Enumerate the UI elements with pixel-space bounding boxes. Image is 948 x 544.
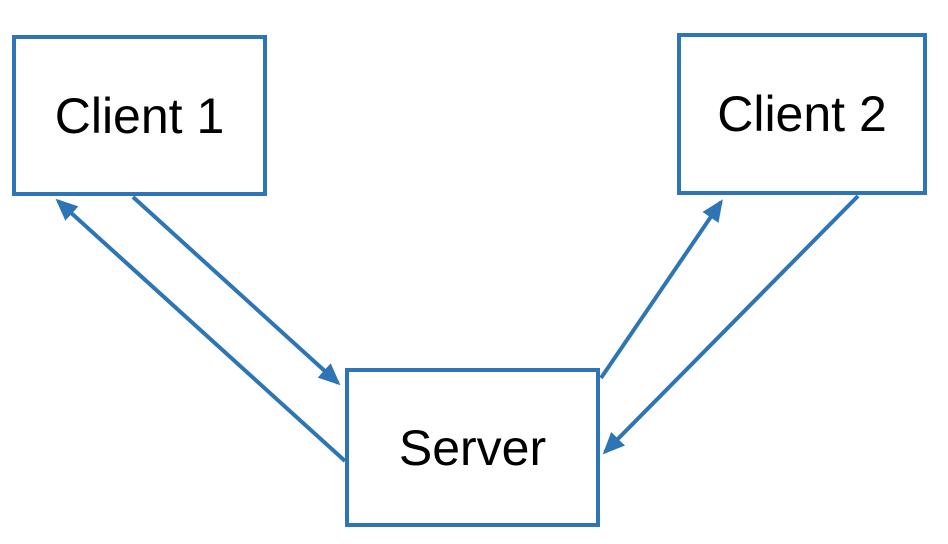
edge-client2-to-server-arrow xyxy=(602,194,860,455)
node-client1: Client 1 xyxy=(12,35,267,196)
node-client2: Client 2 xyxy=(677,33,927,195)
node-server: Server xyxy=(345,368,600,527)
node-server-label: Server xyxy=(398,419,547,476)
edge-server-to-client1-arrow xyxy=(55,198,347,463)
edge-server-to-client2-arrow xyxy=(599,199,723,380)
edge-client1-to-server-arrow xyxy=(131,195,341,386)
node-client2-label: Client 2 xyxy=(717,86,887,142)
node-client1-label: Client 1 xyxy=(54,87,225,144)
